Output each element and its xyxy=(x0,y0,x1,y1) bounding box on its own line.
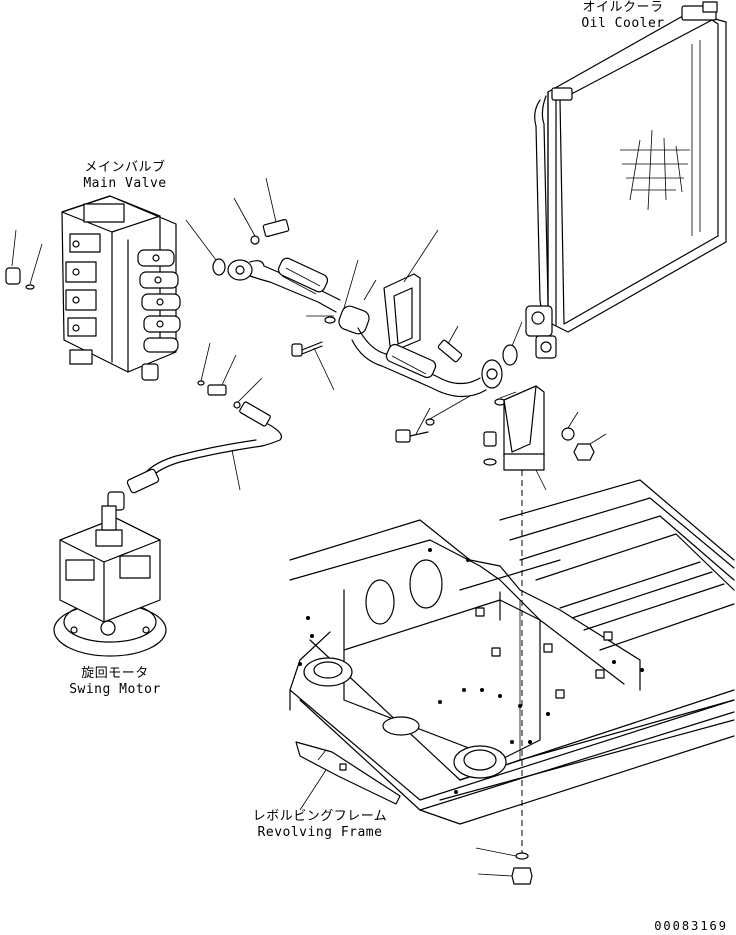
main-valve-label-jp: メインバルブ xyxy=(84,160,166,175)
oil-cooler-stand xyxy=(483,385,607,856)
swing-motor-label-en: Swing Motor xyxy=(69,682,161,697)
hose-valve-to-motor xyxy=(107,401,283,511)
revolving-frame-label: レボルビングフレーム Revolving Frame xyxy=(240,809,400,841)
oil-cooler-label-jp: オイルクーラ xyxy=(582,0,664,15)
oil-cooler xyxy=(525,1,727,359)
main-valve-label: メインバルブ Main Valve xyxy=(70,160,180,192)
swing-motor-label-jp: 旋回モータ xyxy=(81,666,149,681)
main-valve-label-en: Main Valve xyxy=(83,176,167,191)
revolving-frame-label-en: Revolving Frame xyxy=(257,825,383,840)
main-valve xyxy=(61,195,181,381)
swing-motor-label: 旋回モータ Swing Motor xyxy=(60,666,170,698)
main-valve-fittings xyxy=(5,219,263,409)
drawing-number: 00083169 xyxy=(654,919,728,933)
oil-cooler-label: オイルクーラ Oil Cooler xyxy=(568,0,678,32)
swing-motor xyxy=(53,505,167,657)
revolving-frame-label-jp: レボルビングフレーム xyxy=(252,809,388,824)
upper-tube xyxy=(227,177,439,391)
revolving-frame xyxy=(289,479,735,885)
oil-cooler-label-en: Oil Cooler xyxy=(581,16,665,31)
lower-tube xyxy=(351,321,523,443)
